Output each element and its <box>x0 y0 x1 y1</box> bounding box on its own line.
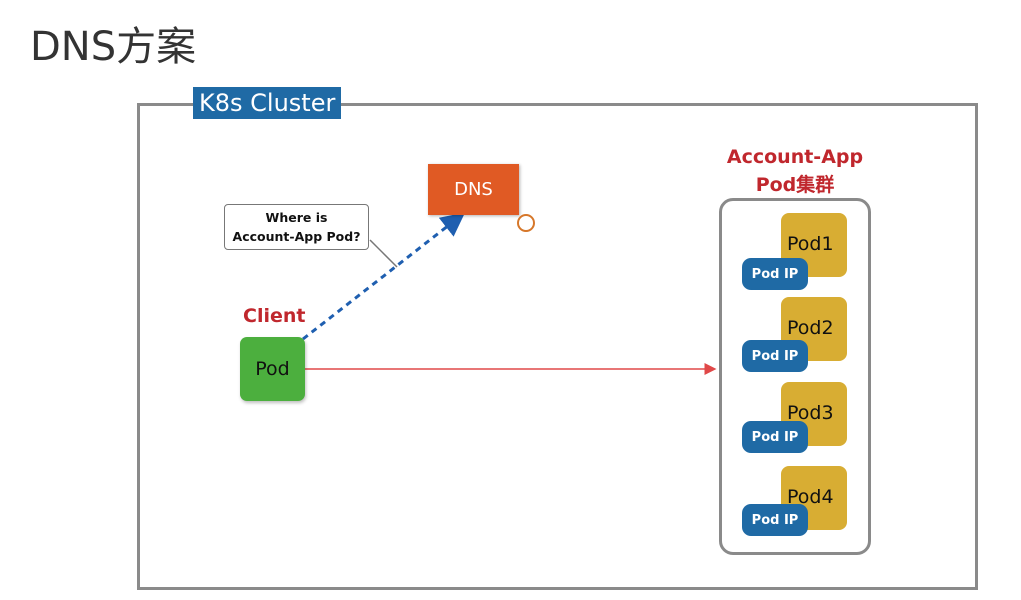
client-label: Client <box>243 305 306 327</box>
pod-1-ip: Pod IP <box>742 258 808 290</box>
page-title: DNS方案 <box>30 24 197 70</box>
dns-server: DNS <box>428 164 519 215</box>
k8s-cluster-label: K8s Cluster <box>193 87 342 119</box>
bubble-pointer <box>369 239 398 268</box>
pod-4-ip: Pod IP <box>742 504 808 536</box>
pod-2-ip: Pod IP <box>742 340 808 372</box>
dns-query-callout: Where is Account-App Pod? <box>224 204 369 250</box>
callout-line-2: Account-App Pod? <box>232 229 361 244</box>
mouse-cursor-icon <box>517 214 535 232</box>
pod-2: Pod2 <box>781 297 847 361</box>
k8s-cluster-frame <box>137 103 978 590</box>
account-app-pod-group <box>719 198 871 555</box>
account-app-label-line1: Account-App <box>726 146 864 168</box>
account-app-label-line2: Pod集群 <box>755 174 835 196</box>
pod-3: Pod3 <box>781 382 847 446</box>
callout-line-1: Where is <box>265 210 328 225</box>
client-pod: Pod <box>240 337 305 401</box>
account-app-label: Account-App Pod集群 <box>712 143 878 199</box>
pod-3-ip: Pod IP <box>742 421 808 453</box>
